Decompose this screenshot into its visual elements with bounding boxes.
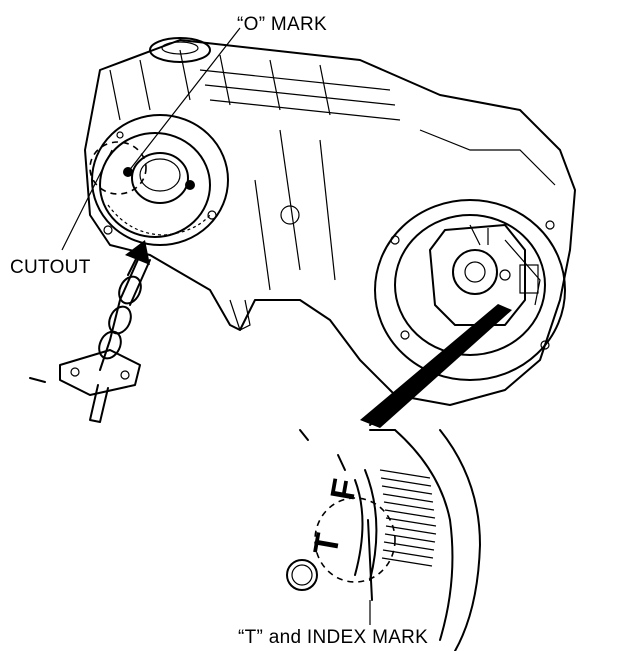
ignition-housing	[374, 199, 566, 381]
f-mark: F	[324, 476, 365, 503]
flywheel-fins	[379, 469, 437, 567]
cutout-label: CUTOUT	[10, 257, 91, 278]
detail-pointer-arrow	[360, 304, 512, 428]
o-mark-label: “O” MARK	[237, 14, 327, 35]
o-mark-leader	[127, 27, 241, 173]
cutout-leader	[61, 149, 113, 251]
detail-inset: F T	[286, 429, 481, 651]
camshaft-bore	[91, 114, 229, 246]
camshaft	[29, 240, 151, 423]
t-index-mark-label: “T” and INDEX MARK	[238, 627, 428, 648]
t-mark: T	[307, 530, 348, 557]
o-ring	[286, 559, 318, 591]
cutout-highlight-circle	[89, 141, 147, 195]
t-mark-highlight-circle	[314, 497, 396, 583]
